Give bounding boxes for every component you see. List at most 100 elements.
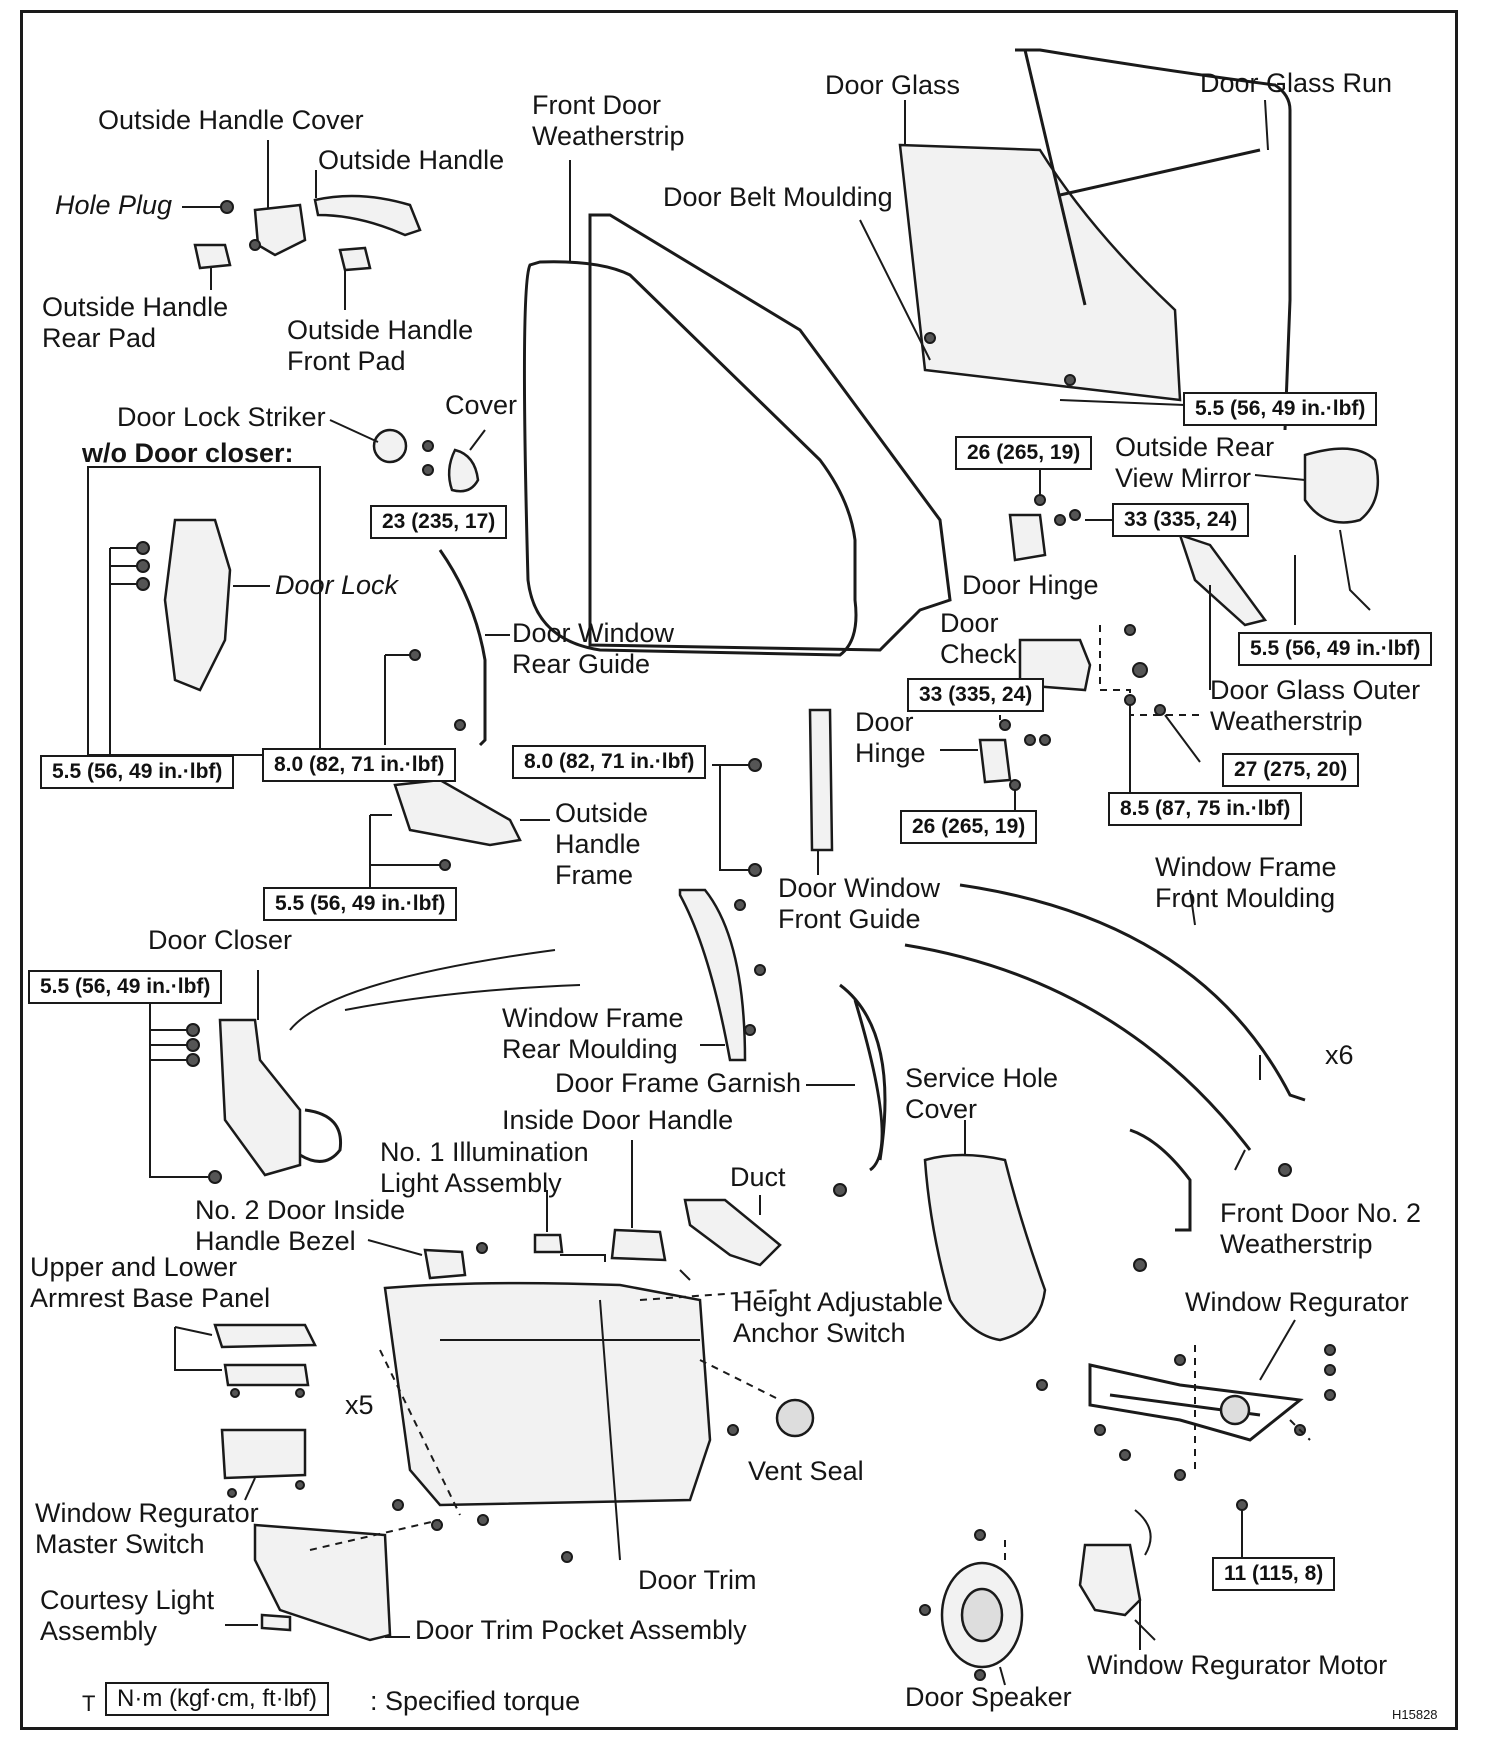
hole-plug-part — [220, 200, 234, 214]
label-armrest-base-panel: Upper and Lower Armrest Base Panel — [30, 1252, 271, 1313]
front-guide-part — [808, 708, 834, 852]
label-outside-handle-frame: Outside Handle Frame — [555, 798, 649, 890]
upper-hinge-part — [1008, 513, 1047, 562]
torque-door-check: 27 (275, 20) — [1222, 753, 1360, 787]
mirror-part — [1303, 447, 1380, 524]
trim-pocket-part — [253, 1523, 392, 1642]
lower-hinge-part — [978, 738, 1012, 784]
label-cover: Cover — [445, 390, 518, 420]
legend-specified-torque: : Specified torque — [370, 1686, 581, 1716]
door-frame-garnish-part — [839, 983, 887, 1172]
label-door-trim: Door Trim — [638, 1565, 757, 1595]
label-hole-plug: Hole Plug — [55, 190, 173, 220]
label-outside-handle-cover: Outside Handle Cover — [98, 105, 364, 135]
label-door-belt-moulding: Door Belt Moulding — [663, 182, 893, 212]
label-duct: Duct — [730, 1162, 786, 1192]
label-door-hinge-upper: Door Hinge — [962, 570, 1099, 600]
figure-code: H15828 — [1392, 1707, 1438, 1722]
label-x5: x5 — [345, 1390, 374, 1420]
label-door-window-front-guide: Door Window Front Guide — [778, 873, 941, 934]
label-height-adjustable-anchor-switch: Height Adjustable Anchor Switch — [733, 1287, 944, 1348]
torque-door-check-nut: 8.5 (87, 75 in.·lbf) — [1108, 792, 1303, 826]
label-door-hinge-lower: Door Hinge — [855, 707, 926, 768]
outer-weatherstrip-part — [1178, 533, 1268, 627]
label-window-frame-rear-moulding: Window Frame Rear Moulding — [502, 1003, 684, 1064]
door-trim-part — [383, 1281, 712, 1507]
label-no2-door-inside-handle-bezel: No. 2 Door Inside Handle Bezel — [195, 1195, 406, 1256]
door-glass-run-part — [1015, 48, 1292, 431]
label-window-regurator-master-switch: Window Regurator Master Switch — [35, 1498, 259, 1559]
torque-door-glass: 5.5 (56, 49 in.·lbf) — [1183, 392, 1378, 426]
torque-handle-frame: 5.5 (56, 49 in.·lbf) — [263, 887, 458, 921]
door-shell-part — [588, 213, 952, 652]
label-front-door-weatherstrip: Front Door Weatherstrip — [532, 90, 685, 151]
label-outside-handle: Outside Handle — [318, 145, 505, 175]
torque-lower-hinge: 33 (335, 24) — [907, 678, 1045, 712]
legend-torque-symbol: T — [82, 1691, 96, 1716]
armrest-lower-part — [223, 1363, 310, 1387]
service-hole-cover-part — [923, 1153, 1047, 1342]
label-door-glass: Door Glass — [825, 70, 961, 100]
label-no1-illumination: No. 1 Illumination Light Assembly — [380, 1137, 589, 1198]
label-door-lock-striker: Door Lock Striker — [117, 402, 326, 432]
label-front-door-no2-weatherstrip: Front Door No. 2 Weatherstrip — [1220, 1198, 1422, 1259]
label-x6: x6 — [1325, 1040, 1354, 1070]
outside-handle-cover-part — [249, 203, 307, 257]
label-window-regurator: Window Regurator — [1185, 1287, 1409, 1317]
rear-guide-part — [438, 549, 487, 747]
bezel-part — [423, 1248, 467, 1280]
striker-part — [372, 428, 408, 464]
label-door-glass-outer-weatherstrip: Door Glass Outer Weatherstrip — [1210, 675, 1421, 736]
master-switch-part — [220, 1428, 307, 1480]
torque-window-regurator: 11 (115, 8) — [1212, 1557, 1336, 1591]
torque-door-closer: 5.5 (56, 49 in.·lbf) — [28, 970, 223, 1004]
torque-lower-hinge-bolt: 26 (265, 19) — [900, 810, 1038, 844]
label-door-glass-run: Door Glass Run — [1200, 68, 1393, 98]
door-lock-part — [163, 518, 232, 692]
label-service-hole-cover: Service Hole Cover — [905, 1063, 1059, 1124]
label-wo-door-closer: w/o Door closer: — [82, 438, 294, 468]
rear-pad-part — [193, 243, 232, 270]
courtesy-light-part — [260, 1613, 292, 1632]
torque-front-guide: 8.0 (82, 71 in.·lbf) — [512, 745, 707, 779]
label-door-closer: Door Closer — [148, 925, 293, 955]
label-courtesy-light-assembly: Courtesy Light Assembly — [40, 1585, 215, 1646]
torque-upper-hinge: 33 (335, 24) — [1112, 503, 1250, 537]
label-door-check: Door Check — [940, 608, 1017, 669]
torque-door-lock: 5.5 (56, 49 in.·lbf) — [40, 755, 235, 789]
label-window-frame-front-moulding: Window Frame Front Moulding — [1155, 852, 1337, 913]
label-outside-handle-rear-pad: Outside Handle Rear Pad — [42, 292, 229, 353]
vent-seal-part — [775, 1398, 815, 1438]
rear-moulding-part — [678, 888, 747, 1062]
cover-part — [447, 448, 480, 493]
label-vent-seal: Vent Seal — [748, 1456, 864, 1486]
no2-weatherstrip-lower — [1129, 1128, 1192, 1232]
inside-door-handle-part — [610, 1228, 667, 1262]
label-door-frame-garnish: Door Frame Garnish — [555, 1068, 802, 1098]
weatherstrip-part — [522, 260, 858, 657]
armrest-upper-part — [213, 1323, 318, 1349]
label-door-speaker: Door Speaker — [905, 1682, 1072, 1712]
front-no2-weatherstrip-part — [904, 943, 1252, 1151]
duct-part — [683, 1198, 782, 1267]
door-closer-part — [218, 1018, 302, 1177]
door-check-part — [1018, 638, 1092, 692]
label-door-window-rear-guide: Door Window Rear Guide — [512, 618, 675, 679]
torque-upper-hinge-bolt: 26 (265, 19) — [955, 436, 1093, 470]
door-glass-part — [898, 143, 1182, 402]
label-outside-handle-front-pad: Outside Handle Front Pad — [287, 315, 474, 376]
outside-handle-part — [313, 194, 422, 237]
label-inside-door-handle: Inside Door Handle — [502, 1105, 734, 1135]
label-outside-rear-view-mirror: Outside Rear View Mirror — [1115, 432, 1275, 493]
regurator-motor-part — [1078, 1543, 1142, 1617]
torque-mirror: 5.5 (56, 49 in.·lbf) — [1238, 632, 1433, 666]
torque-door-lock-striker: 23 (235, 17) — [370, 505, 508, 539]
label-door-lock: Door Lock — [275, 570, 399, 600]
handle-frame-part — [393, 778, 522, 847]
legend-torque-unit-box: N·m (kgf·cm, ft·lbf) — [105, 1682, 329, 1716]
label-door-trim-pocket-assembly: Door Trim Pocket Assembly — [415, 1615, 747, 1645]
front-pad-part — [338, 246, 372, 272]
illumination-light-part — [533, 1233, 564, 1254]
torque-rear-guide: 8.0 (82, 71 in.·lbf) — [262, 748, 457, 782]
